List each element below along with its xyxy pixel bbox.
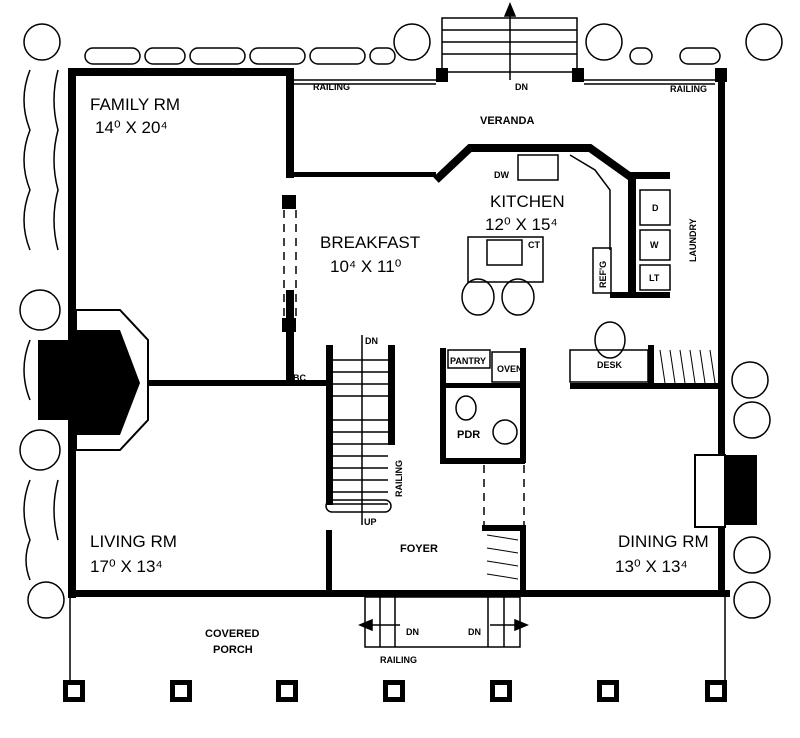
room-labels: FAMILY RM 14⁰ X 20⁴ VERANDA KITCHEN 12⁰ … [90, 95, 709, 656]
breakfast-size: 10⁴ X 11⁰ [330, 257, 402, 276]
tree-icon [733, 536, 771, 574]
kitchen-label: KITCHEN [490, 192, 565, 211]
covered-porch [69, 596, 726, 690]
living-room-size: 17⁰ X 13⁴ [90, 557, 163, 576]
staircase [325, 335, 392, 525]
up-label: UP [364, 517, 377, 527]
fireplace-dining [694, 454, 757, 528]
family-room-label: FAMILY RM [90, 95, 180, 114]
foyer-label: FOYER [400, 543, 438, 555]
tree-icon [733, 581, 771, 619]
kitchen-size: 12⁰ X 15⁴ [485, 215, 558, 234]
tree-icon [745, 23, 783, 61]
refrigerator-label: REF'G [598, 261, 608, 288]
porch-label: PORCH [213, 644, 253, 656]
cooktop-label: CT [528, 240, 540, 250]
laundry-label: LAUNDRY [688, 218, 698, 262]
tree-icon [27, 581, 65, 619]
down-label: DN [515, 82, 528, 92]
railing-label: RAILING [380, 655, 417, 665]
annotation-labels: RAILING RAILING RAILING RAILING DN DN UP… [293, 82, 707, 665]
bookcase-label: BC [293, 373, 306, 383]
living-room-label: LIVING RM [90, 532, 177, 551]
tree-icon [19, 429, 61, 471]
down-label: DN [406, 627, 419, 637]
washer-label: W [650, 240, 659, 250]
tree-icon [393, 23, 431, 61]
landscaping [19, 23, 783, 619]
down-label: DN [365, 336, 378, 346]
walls [68, 68, 730, 598]
dining-room-label: DINING RM [618, 532, 709, 551]
laundry-tub-label: LT [649, 273, 660, 283]
veranda-steps [441, 2, 578, 80]
tree-icon [733, 401, 771, 439]
powder-room-label: PDR [457, 429, 480, 441]
veranda-label: VERANDA [480, 115, 534, 127]
desk-label: DESK [597, 360, 623, 370]
railing-label: RAILING [313, 82, 350, 92]
tree-icon [23, 23, 61, 61]
railing-label: RAILING [670, 84, 707, 94]
dining-room-size: 13⁰ X 13⁴ [615, 557, 688, 576]
kitchen-fixtures [447, 154, 716, 580]
tree-icon [585, 23, 623, 61]
tree-icon [19, 289, 61, 331]
family-room-size: 14⁰ X 20⁴ [95, 118, 168, 137]
tree-icon [731, 361, 769, 399]
down-label: DN [468, 627, 481, 637]
dishwasher-label: DW [494, 170, 509, 180]
railing-label: RAILING [394, 460, 404, 497]
fireplace-family-living [38, 309, 149, 451]
porch-posts [63, 680, 727, 702]
oven-label: OVEN [497, 364, 523, 374]
pantry-label: PANTRY [450, 356, 486, 366]
porch-label: COVERED [205, 628, 259, 640]
breakfast-label: BREAKFAST [320, 233, 420, 252]
dryer-label: D [652, 203, 659, 213]
